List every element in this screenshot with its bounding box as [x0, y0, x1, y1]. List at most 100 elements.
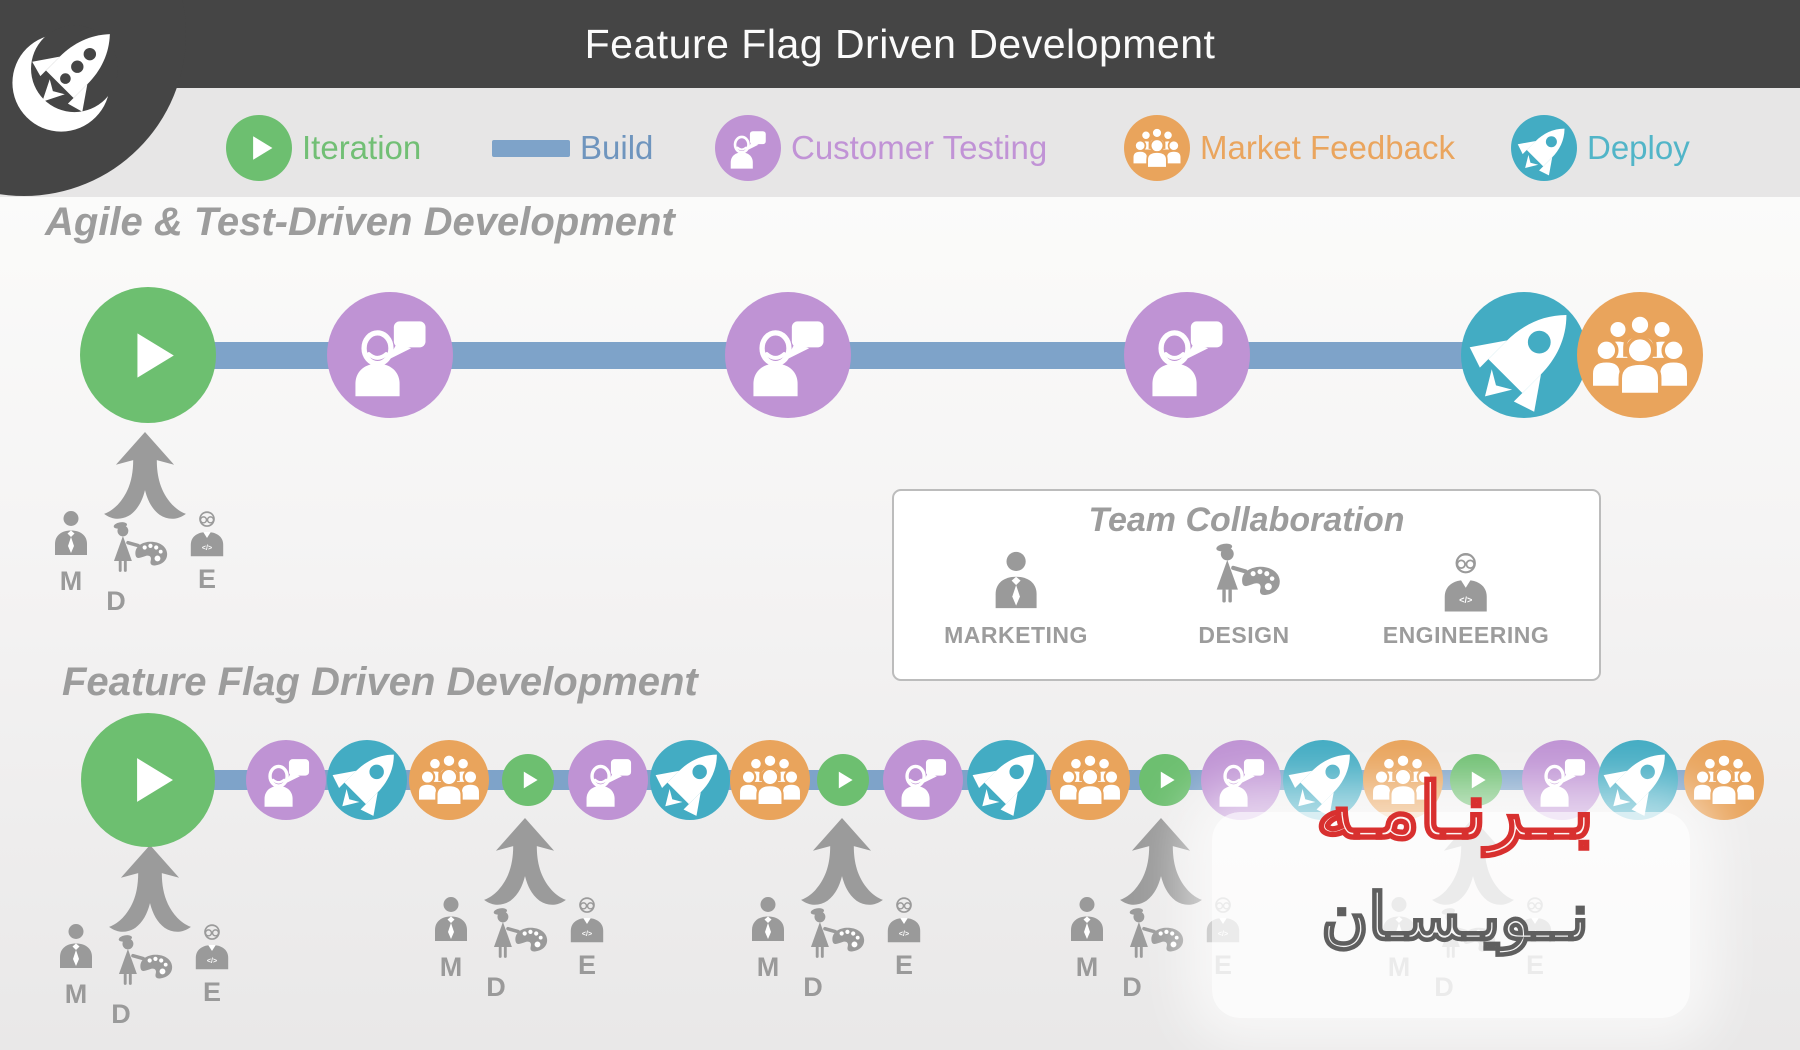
mde-letter-M: M	[756, 952, 780, 982]
crowd-icon	[737, 752, 803, 807]
mde-figure-D	[478, 906, 556, 970]
person-m-icon	[55, 511, 87, 555]
mde-figure-M	[51, 915, 101, 977]
mde-letter-M: M	[439, 952, 463, 982]
person-d-icon	[1129, 907, 1184, 958]
mde-figure-E	[185, 913, 239, 977]
person-d-icon	[1215, 542, 1280, 603]
legend-item-build: Build	[492, 93, 653, 203]
timeline2-node-play	[817, 754, 869, 806]
timeline2-node-crowd	[1363, 740, 1443, 820]
timeline2-node-play	[81, 713, 215, 847]
person-d-icon	[113, 521, 168, 572]
mde-letter-E: E	[577, 950, 596, 980]
mde-letter-D: D	[1122, 972, 1142, 1002]
timeline2-node-bubble	[1522, 740, 1602, 820]
bubble-icon	[740, 307, 836, 403]
watermark-box	[1212, 812, 1690, 1018]
timeline1-node-play	[80, 287, 216, 423]
mde-figure-D	[795, 906, 873, 970]
mde-letter-M: M	[1075, 952, 1099, 982]
bubble-icon	[893, 750, 954, 811]
play-icon	[136, 332, 174, 378]
legend-band	[0, 88, 1800, 197]
rocket-icon	[1452, 282, 1599, 429]
play-icon	[838, 771, 853, 789]
person-d-icon	[118, 934, 173, 985]
legend-item-customer-testing: Customer Testing	[715, 93, 1047, 203]
team-collaboration-box: Team Collaboration MARKETING DESIGN ENGINE…	[892, 489, 1601, 681]
timeline2-node-bubble	[1201, 740, 1281, 820]
legend-item-deploy: Deploy	[1509, 93, 1690, 203]
timeline2-node-play	[1450, 754, 1502, 806]
person-d-icon	[810, 907, 865, 958]
rocket-logo-icon	[12, 25, 118, 132]
page-title: Feature Flag Driven Development	[584, 20, 1216, 67]
timeline2-node-crowd	[1050, 740, 1130, 820]
crowd-icon	[1589, 313, 1691, 396]
bubble-icon	[256, 750, 317, 811]
merge-arrow-icon	[104, 432, 186, 519]
mde-letter-E: E	[197, 564, 216, 594]
mde-figure-E	[180, 500, 234, 564]
legend-label-customer-testing: Customer Testing	[791, 129, 1048, 166]
timeline2-node-bubble	[883, 740, 963, 820]
team-role-engineering: ENGINEERING	[1382, 552, 1550, 649]
mde-figure-D	[103, 933, 181, 997]
person-e-icon	[189, 510, 225, 558]
mde-figure-M	[46, 502, 96, 564]
watermark-text-line2: نــویـسـان	[1320, 880, 1590, 955]
person-m-icon	[435, 897, 467, 941]
bubble-icon	[724, 124, 772, 172]
person-m-icon	[1071, 897, 1103, 941]
market-feedback-swatch	[1124, 115, 1190, 181]
team-role-label-D: DESIGN	[1198, 622, 1290, 648]
person-e-icon	[194, 923, 230, 971]
mde-letter-M: M	[59, 566, 83, 596]
timeline2-node-crowd	[1684, 740, 1764, 820]
legend-label-market-feedback: Market Feedback	[1200, 129, 1455, 166]
mde-letter-D: D	[803, 972, 823, 1002]
timeline2-node-rocket	[1592, 734, 1686, 827]
crowd-icon	[1131, 126, 1183, 170]
timeline2-node-crowd	[730, 740, 810, 820]
bubble-icon	[342, 307, 438, 403]
timeline1-node-rocket	[1452, 282, 1599, 429]
mde-letter-D: D	[111, 999, 131, 1029]
bubble-icon	[1139, 307, 1235, 403]
legend-label-iteration: Iteration	[302, 129, 422, 166]
person-e-icon	[1443, 552, 1489, 613]
person-m-icon	[995, 551, 1037, 609]
rocket-icon	[644, 734, 738, 827]
person-e-icon	[886, 896, 922, 944]
legend-label-deploy: Deploy	[1587, 129, 1690, 166]
timeline2-node-bubble	[246, 740, 326, 820]
rocket-icon	[321, 734, 415, 827]
legend-item-market-feedback: Market Feedback	[1124, 93, 1455, 203]
team-role-label-E: ENGINEERING	[1382, 622, 1550, 648]
build-bar-swatch	[492, 139, 570, 157]
play-icon	[253, 136, 273, 160]
header-bar: Feature Flag Driven Development	[0, 0, 1800, 88]
timeline2-node-play	[1139, 754, 1191, 806]
timeline2-node-rocket	[1277, 734, 1371, 827]
watermark-text-line1: بــرنـامـه	[1315, 768, 1595, 856]
crowd-icon	[416, 752, 482, 807]
section-title-ffdd: Feature Flag Driven Development	[62, 660, 698, 704]
person-m-icon	[752, 897, 784, 941]
legend: Iteration Build Customer Testing Market Fee…	[0, 93, 1800, 203]
mde-figure-M	[743, 888, 793, 950]
merge-arrow-icon	[801, 818, 883, 905]
crowd-icon	[1057, 752, 1123, 807]
team-role-design: DESIGN	[1194, 542, 1294, 649]
mde-letter-M: M	[64, 979, 88, 1009]
team-collaboration-title: Team Collaboration	[1088, 501, 1405, 539]
timeline2-node-crowd	[409, 740, 489, 820]
bubble-icon	[578, 750, 639, 811]
person-d-icon	[493, 907, 548, 958]
team-role-marketing: MARKETING	[944, 551, 1088, 649]
